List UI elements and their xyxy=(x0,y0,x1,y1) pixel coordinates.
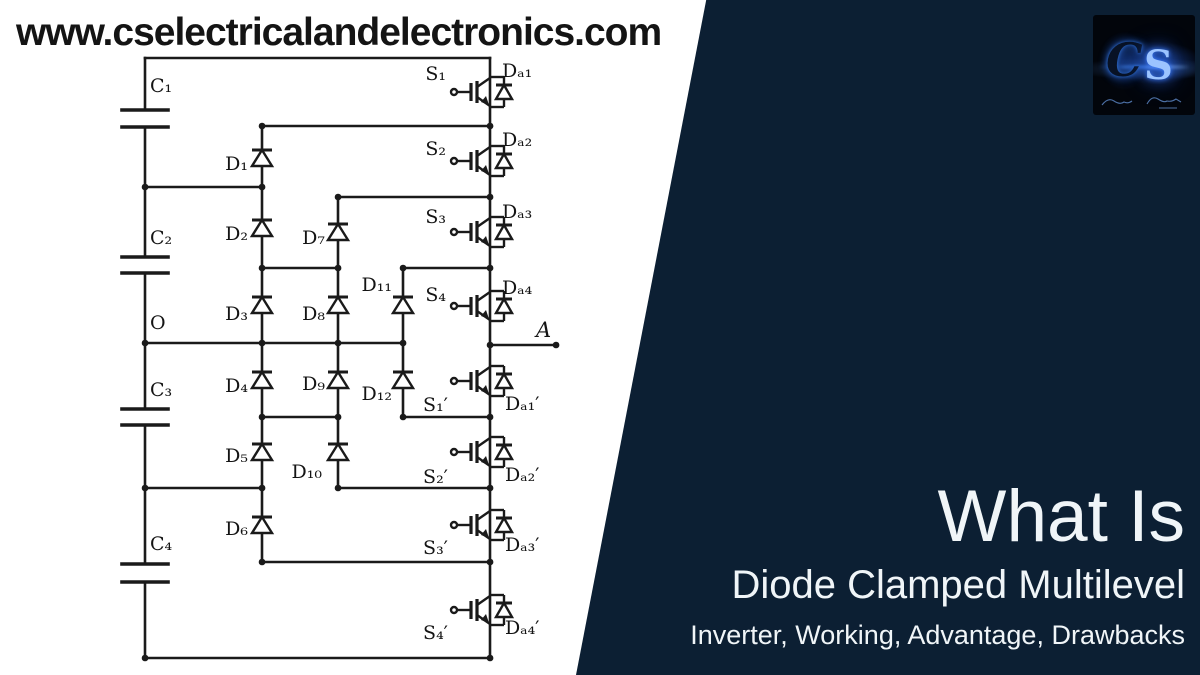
diode-d2-label: D₂ xyxy=(225,223,248,245)
switch-s4-label: S₄ xyxy=(425,284,446,306)
diode-d10-label: D₁₀ xyxy=(292,461,323,483)
capacitor-plates xyxy=(120,108,170,584)
title-line-1: What Is xyxy=(937,476,1185,558)
clamp-diode-d2 xyxy=(250,218,274,238)
title-line-2: Diode Clamped Multilevel xyxy=(731,563,1185,608)
igbt-s4p xyxy=(449,593,514,627)
switch-s3p-label: S₃′ xyxy=(423,537,448,559)
logo-signature-flourish xyxy=(1101,97,1182,109)
ap-diode-da4p-label: Dₐ₄′ xyxy=(505,617,540,639)
output-terminal-label: A xyxy=(534,318,551,342)
clamp-diode-d5 xyxy=(250,442,274,462)
igbt-s1p xyxy=(449,364,514,398)
logo-letter-c: C xyxy=(1106,33,1143,87)
ap-diode-da3p-label: Dₐ₃′ xyxy=(505,534,540,556)
switch-s1p-label: S₁′ xyxy=(423,394,448,416)
ap-diode-da1p-label: Dₐ₁′ xyxy=(505,393,540,415)
switch-s3-label: S₃ xyxy=(425,206,446,228)
capacitor-c3-label: C₃ xyxy=(150,379,172,401)
diode-d1-label: D₁ xyxy=(225,153,248,175)
capacitor-c4-label: C₄ xyxy=(150,533,173,555)
clamp-diode-d9 xyxy=(326,370,350,390)
switch-chain xyxy=(449,75,514,627)
title-line-3: Inverter, Working, Advantage, Drawbacks xyxy=(690,620,1185,651)
brand-logo: C S xyxy=(1093,15,1195,115)
website-url: www.cselectricalandelectronics.com xyxy=(16,11,662,54)
diode-d12-label: D₁₂ xyxy=(362,383,392,405)
diode-d7-label: D₇ xyxy=(302,227,325,249)
ap-diode-da4-label: Dₐ₄ xyxy=(502,277,533,299)
neutral-point-label: O xyxy=(150,312,166,334)
clamp-diode-d7 xyxy=(326,222,350,242)
capacitor-c1-label: C₁ xyxy=(150,75,172,97)
clamp-diode-d1 xyxy=(250,148,274,168)
logo-letter-s: S xyxy=(1144,42,1173,89)
clamp-diode-d12 xyxy=(391,370,415,390)
igbt-s2p xyxy=(449,435,514,469)
ap-diode-da1-label: Dₐ₁ xyxy=(502,60,532,82)
diode-d6-label: D₆ xyxy=(225,518,248,540)
ap-diode-da2p-label: Dₐ₂′ xyxy=(505,464,540,486)
clamp-network-wires xyxy=(143,124,492,564)
diode-d9-label: D₉ xyxy=(302,373,325,395)
diode-d3-label: D₃ xyxy=(225,303,248,325)
clamp-diode-d8 xyxy=(326,295,350,315)
diode-d5-label: D₅ xyxy=(225,445,248,467)
clamp-diode-d6 xyxy=(250,515,274,535)
diode-d4-label: D₄ xyxy=(225,375,248,397)
title-block: What Is Diode Clamped Multilevel Inverte… xyxy=(690,479,1185,653)
switch-s1-label: S₁ xyxy=(425,63,446,85)
diode-d8-label: D₈ xyxy=(302,303,325,325)
junction-dots xyxy=(141,122,560,662)
switch-s2-label: S₂ xyxy=(425,138,446,160)
ap-diode-da2-label: Dₐ₂ xyxy=(502,129,532,151)
ap-diode-da3-label: Dₐ₃ xyxy=(502,201,532,223)
capacitor-c2-label: C₂ xyxy=(150,227,172,249)
clamp-diode-d4 xyxy=(250,370,274,390)
clamp-diode-d10 xyxy=(326,442,350,462)
switch-s2p-label: S₂′ xyxy=(423,466,448,488)
igbt-s3p xyxy=(449,508,514,542)
logo-light-streak xyxy=(1093,65,1195,69)
diode-d11-label: D₁₁ xyxy=(362,274,392,296)
switch-s4p-label: S₄′ xyxy=(423,622,448,644)
clamp-diode-d3 xyxy=(250,295,274,315)
clamp-diode-d11 xyxy=(391,295,415,315)
